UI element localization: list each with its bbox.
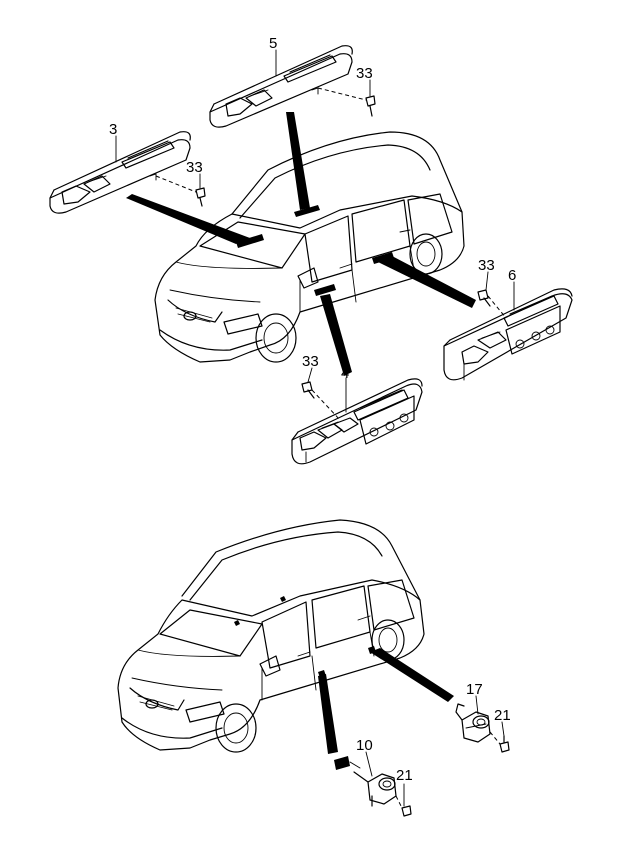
screws-part-21 [395, 731, 510, 817]
screw-icon [489, 731, 510, 753]
callout-part-21-right: 21 [494, 707, 511, 724]
callout-part-5: 5 [269, 35, 277, 52]
callout-part-10: 10 [356, 737, 373, 754]
switch-panel-part-6 [443, 288, 573, 381]
callout-part-17: 17 [466, 681, 483, 698]
screws-part-33 [155, 87, 507, 421]
door-switch-part-10 [334, 756, 397, 807]
callout-part-33-top: 33 [356, 65, 373, 82]
callout-part-33-right: 33 [478, 257, 495, 274]
switch-panel-part-5 [209, 45, 353, 128]
callout-part-6: 6 [508, 267, 516, 284]
callout-part-3: 3 [109, 121, 117, 138]
screw-icon [155, 175, 206, 207]
screw-icon [477, 289, 507, 319]
callout-part-4: 4 [341, 365, 349, 382]
switch-panel-part-4 [291, 378, 423, 465]
lower-leader-arrows [318, 648, 454, 754]
screw-icon [317, 87, 376, 117]
lower-van-illustration [117, 519, 425, 753]
callout-part-33-left: 33 [186, 159, 203, 176]
upper-leader-arrows [126, 112, 476, 376]
callout-part-33-bottom: 33 [302, 353, 319, 370]
lower-callout-leaders [365, 695, 505, 807]
callout-part-21-bottom: 21 [396, 767, 413, 784]
upper-callout-leaders [115, 49, 515, 413]
screw-icon [301, 381, 341, 421]
upper-van-illustration [154, 131, 465, 363]
screw-icon [395, 795, 412, 817]
switch-panel-part-3 [49, 131, 191, 214]
door-switch-part-17 [455, 703, 491, 743]
